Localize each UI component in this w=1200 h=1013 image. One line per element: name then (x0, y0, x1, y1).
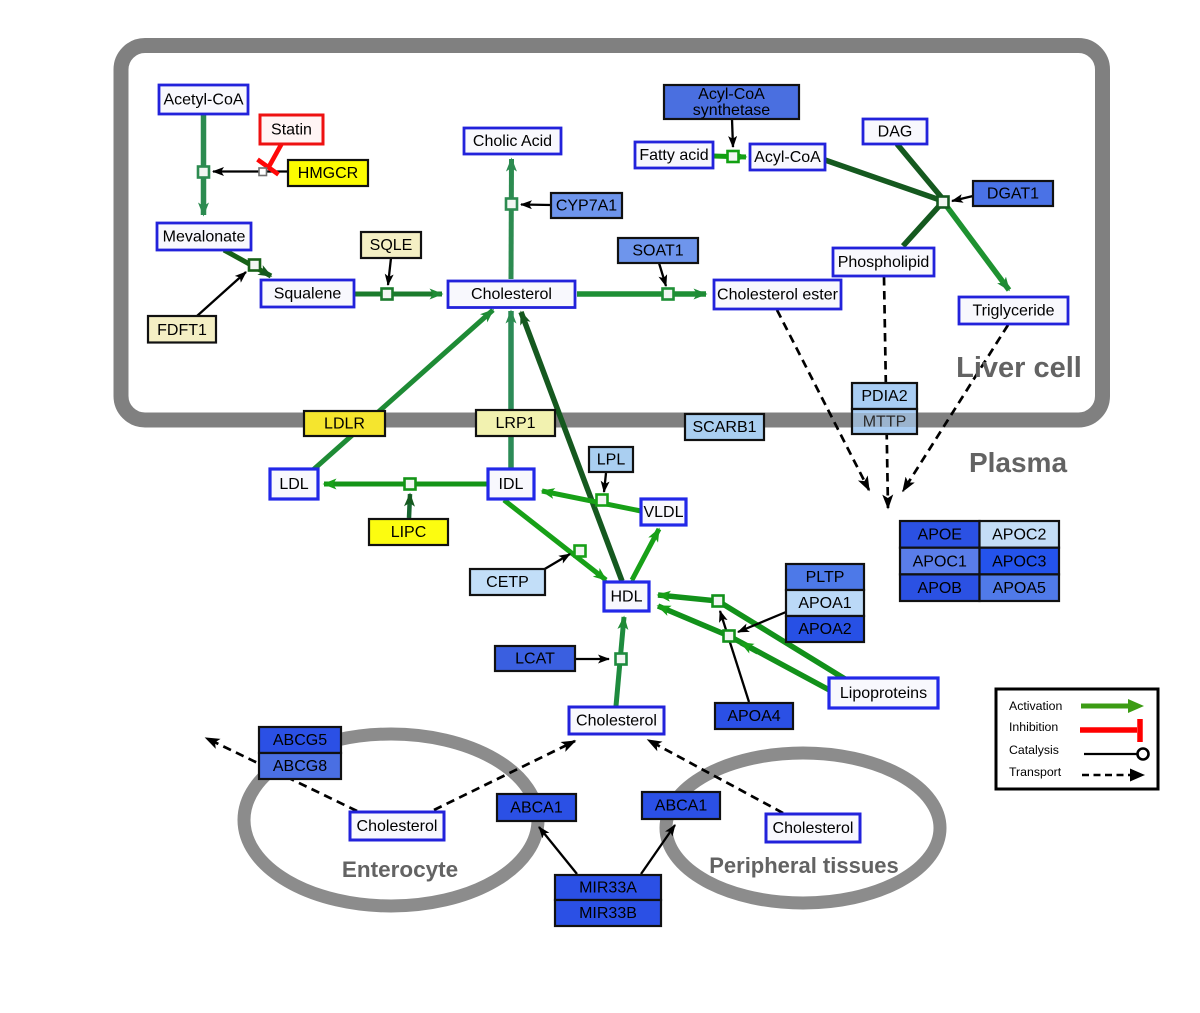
svg-text:PLTP: PLTP (806, 569, 845, 586)
svg-text:Inhibition: Inhibition (1009, 720, 1058, 734)
svg-text:PDIA2: PDIA2 (861, 388, 907, 405)
svg-text:Enterocyte: Enterocyte (342, 857, 458, 882)
svg-text:SQLE: SQLE (370, 237, 413, 254)
svg-text:APOA2: APOA2 (798, 621, 851, 638)
svg-text:MTTP: MTTP (863, 414, 907, 431)
svg-text:Cholesterol: Cholesterol (471, 286, 552, 303)
svg-text:APOC3: APOC3 (992, 553, 1046, 570)
svg-text:Transport: Transport (1009, 765, 1062, 779)
svg-text:Cholesterol: Cholesterol (357, 818, 438, 835)
svg-text:Fatty acid: Fatty acid (639, 147, 708, 164)
svg-text:DAG: DAG (878, 124, 913, 141)
svg-text:Mevalonate: Mevalonate (163, 229, 246, 246)
svg-text:APOA1: APOA1 (798, 595, 851, 612)
svg-text:LPL: LPL (597, 452, 626, 469)
svg-text:Cholesterol: Cholesterol (576, 713, 657, 730)
svg-text:Cholic Acid: Cholic Acid (473, 133, 552, 150)
svg-text:Liver cell: Liver cell (956, 352, 1082, 384)
svg-text:SCARB1: SCARB1 (692, 419, 756, 436)
svg-text:LDLR: LDLR (324, 416, 365, 433)
svg-text:CETP: CETP (486, 574, 529, 591)
svg-text:synthetase: synthetase (693, 102, 770, 119)
svg-text:ABCA1: ABCA1 (510, 800, 563, 817)
svg-text:Cholesterol: Cholesterol (773, 820, 854, 837)
svg-text:Phospholipid: Phospholipid (838, 254, 930, 271)
svg-text:Plasma: Plasma (969, 447, 1067, 478)
svg-text:APOC2: APOC2 (992, 527, 1046, 544)
svg-text:VLDL: VLDL (643, 504, 683, 521)
svg-text:APOA4: APOA4 (727, 708, 780, 725)
svg-text:DGAT1: DGAT1 (987, 186, 1039, 203)
svg-text:SOAT1: SOAT1 (632, 243, 683, 260)
svg-text:FDFT1: FDFT1 (157, 322, 207, 339)
svg-text:Acetyl-CoA: Acetyl-CoA (163, 92, 243, 109)
svg-text:IDL: IDL (499, 476, 524, 493)
svg-text:APOE: APOE (918, 527, 962, 544)
svg-text:APOA5: APOA5 (993, 580, 1046, 597)
svg-text:Triglyceride: Triglyceride (972, 303, 1054, 320)
svg-text:CYP7A1: CYP7A1 (556, 198, 617, 215)
svg-text:MIR33A: MIR33A (579, 880, 637, 897)
svg-text:LRP1: LRP1 (495, 415, 535, 432)
svg-text:ABCG5: ABCG5 (273, 732, 327, 749)
svg-text:LIPC: LIPC (391, 524, 427, 541)
svg-text:Statin: Statin (271, 122, 312, 139)
svg-text:ABCA1: ABCA1 (655, 798, 708, 815)
svg-text:APOC1: APOC1 (913, 553, 967, 570)
svg-text:Acyl-CoA: Acyl-CoA (754, 149, 821, 166)
svg-text:HMGCR: HMGCR (298, 165, 358, 182)
svg-text:Acyl-CoA: Acyl-CoA (698, 86, 765, 103)
svg-text:Lipoproteins: Lipoproteins (840, 685, 927, 702)
svg-text:LDL: LDL (279, 476, 308, 493)
svg-text:Catalysis: Catalysis (1009, 743, 1059, 757)
svg-text:Activation: Activation (1009, 699, 1062, 713)
svg-text:Cholesterol ester: Cholesterol ester (717, 287, 839, 304)
svg-text:ABCG8: ABCG8 (273, 758, 327, 775)
svg-text:Squalene: Squalene (274, 286, 342, 303)
svg-text:HDL: HDL (610, 589, 642, 606)
svg-text:MIR33B: MIR33B (579, 905, 637, 922)
svg-text:Peripheral tissues: Peripheral tissues (709, 853, 899, 878)
svg-text:LCAT: LCAT (515, 651, 555, 668)
svg-text:APOB: APOB (918, 580, 962, 597)
